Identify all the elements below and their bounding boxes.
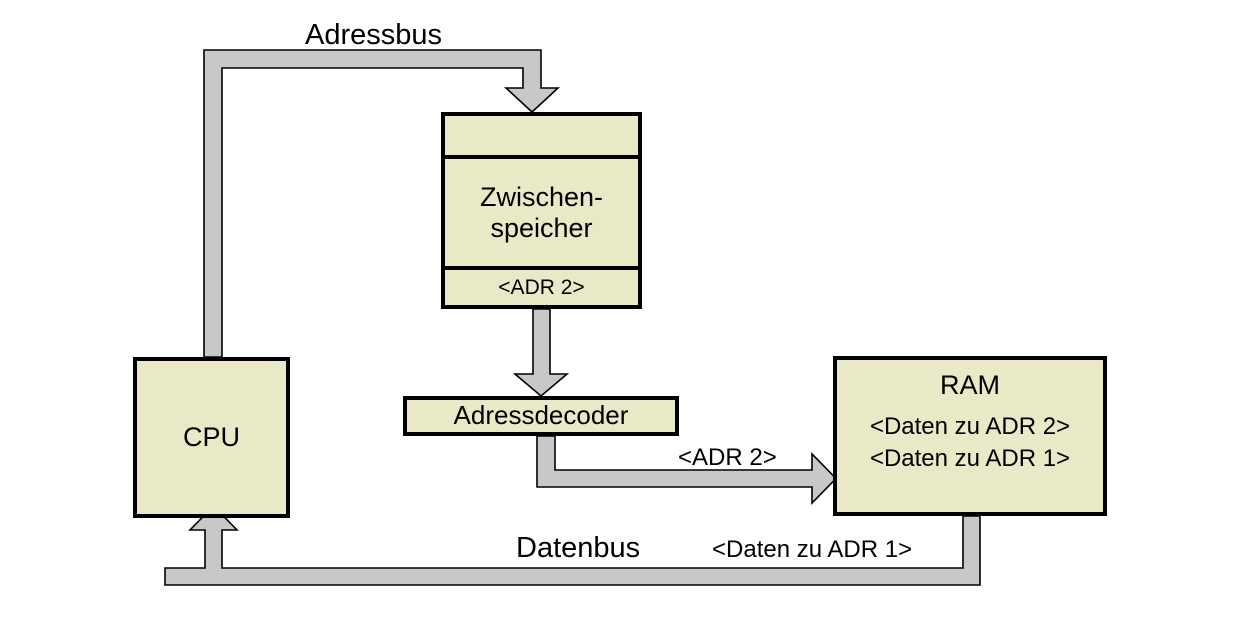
- node-cpu[interactable]: CPU: [133, 357, 290, 518]
- decoder-label: Adressdecoder: [453, 400, 629, 431]
- ram-line-1: <Daten zu ADR 2>: [869, 413, 1071, 440]
- node-zwischenspeicher[interactable]: Zwischen- speicher <ADR 2>: [441, 112, 642, 309]
- decoder-to-ram-arrow: [536, 435, 838, 505]
- ram-title: RAM: [940, 370, 1000, 400]
- buffer-to-decoder-arrow: [512, 308, 570, 398]
- node-adressdecoder[interactable]: Adressdecoder: [403, 396, 679, 436]
- data-bus-path: [164, 504, 981, 586]
- buffer-value: <ADR 2>: [498, 275, 585, 299]
- node-ram[interactable]: RAM <Daten zu ADR 2> <Daten zu ADR 1>: [833, 356, 1107, 516]
- ram-line-2: <Daten zu ADR 1>: [869, 445, 1071, 473]
- buffer-label: Zwischen- speicher: [445, 159, 638, 270]
- data-bus-label: Datenbus: [516, 532, 641, 564]
- cpu-label: CPU: [182, 422, 240, 453]
- decoder-to-ram-label: <ADR 2>: [678, 444, 777, 471]
- buffer-top-row: [445, 116, 638, 159]
- address-bus-path: [203, 49, 561, 358]
- address-bus-label: Adressbus: [305, 19, 443, 51]
- data-bus-payload-label: <Daten zu ADR 1>: [712, 536, 913, 563]
